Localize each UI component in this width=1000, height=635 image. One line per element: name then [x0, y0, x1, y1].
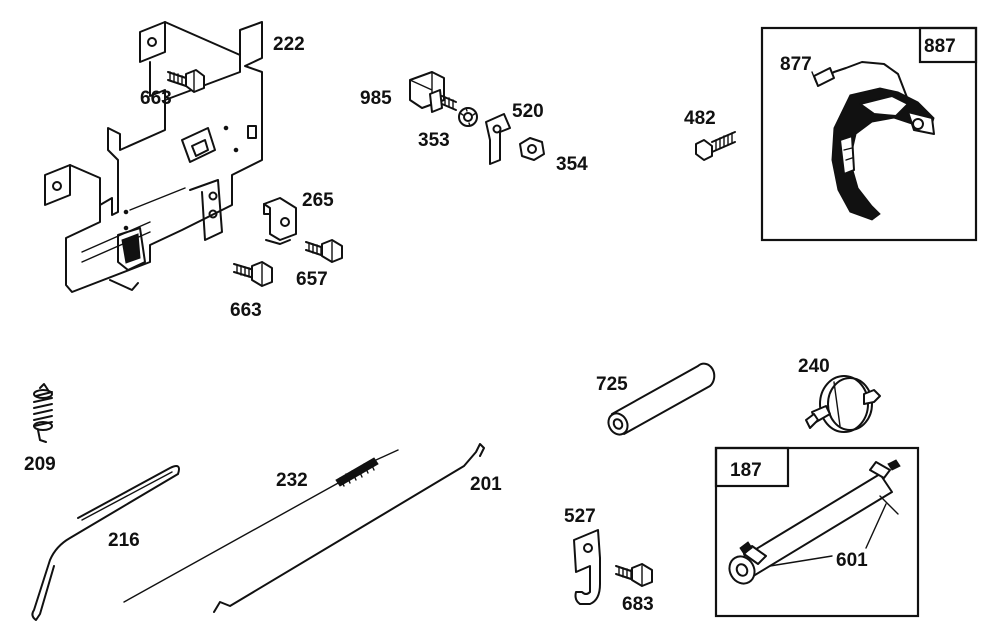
label-725: 725 — [596, 374, 628, 395]
rod-216 — [31, 465, 180, 621]
screw-482 — [695, 131, 736, 161]
label-240: 240 — [798, 356, 830, 377]
screw-683 — [615, 563, 653, 587]
label-887: 887 — [924, 36, 956, 57]
label-232: 232 — [276, 470, 308, 491]
label-683: 683 — [622, 594, 654, 615]
clip-527 — [573, 529, 601, 605]
label-353: 353 — [418, 130, 450, 151]
label-201: 201 — [470, 474, 502, 495]
label-265: 265 — [302, 190, 334, 211]
label-222: 222 — [273, 34, 305, 55]
screw-657 — [305, 239, 343, 263]
label-601: 601 — [836, 550, 868, 571]
fuel-filter-240 — [805, 375, 881, 433]
clip-265 — [263, 197, 297, 245]
screw-663-top — [167, 69, 205, 93]
label-187: 187 — [730, 460, 762, 481]
label-482: 482 — [684, 108, 716, 129]
hose-clamp-601 — [769, 503, 887, 567]
switch-985 — [409, 71, 457, 113]
label-209: 209 — [24, 454, 56, 475]
fuel-line-box-187 — [714, 446, 920, 618]
ignition-armature-box-887 — [760, 26, 978, 242]
label-985: 985 — [360, 88, 392, 109]
control-bracket-222 — [44, 21, 263, 293]
ignition-armature-877 — [811, 61, 935, 221]
tube-725 — [607, 362, 716, 436]
label-877: 877 — [780, 54, 812, 75]
label-520: 520 — [512, 101, 544, 122]
label-657: 657 — [296, 269, 328, 290]
lockwasher-353 — [458, 107, 478, 127]
label-663-bottom: 663 — [230, 300, 262, 321]
label-527: 527 — [564, 506, 596, 527]
terminal-520 — [485, 113, 511, 165]
fuel-line-187 — [728, 459, 901, 585]
nut-354 — [519, 137, 545, 161]
label-216: 216 — [108, 530, 140, 551]
label-354: 354 — [556, 154, 588, 175]
screw-663-bottom — [233, 261, 273, 287]
cable-232 — [123, 449, 399, 603]
rod-201 — [213, 443, 485, 613]
label-663-top: 663 — [140, 88, 172, 109]
spring-209 — [33, 383, 53, 443]
